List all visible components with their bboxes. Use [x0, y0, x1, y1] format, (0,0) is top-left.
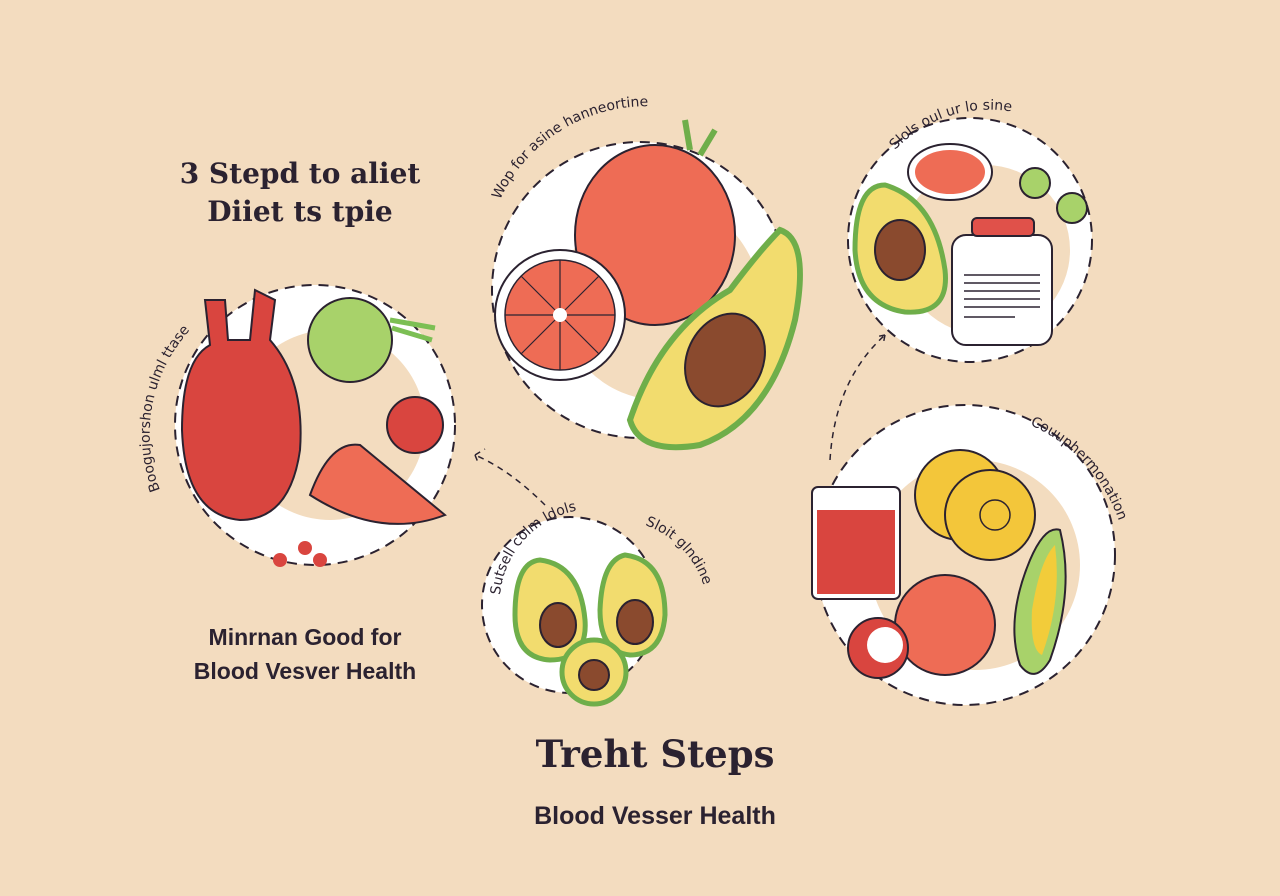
- cucumber-icon: [1019, 167, 1051, 199]
- heart-fruits-circle: Boogujorshon ulml ttase: [138, 284, 456, 567]
- page-title: 3 Stepd to aliet Diiet ts tpie: [150, 155, 450, 231]
- apple-icon: [307, 297, 393, 383]
- pomegranate-icon: [894, 574, 996, 676]
- footer-subtitle: Blood Vesser Health: [534, 802, 776, 830]
- title-line-1: 3 Stepd to aliet: [179, 157, 421, 190]
- caption-line-1: Minrnan Good for: [208, 624, 402, 650]
- juice-fruits-circle: Couuphermonation: [811, 404, 1130, 706]
- heart-icon: [180, 288, 302, 522]
- watermelon-icon: [308, 443, 447, 525]
- grapefruit-papaya-circle: Wop for asine hanneortine: [489, 94, 803, 451]
- caption: Minrnan Good for Blood Vesver Health: [150, 620, 460, 688]
- caption-line-2: Blood Vesver Health: [193, 658, 417, 684]
- jar-icon: [951, 234, 1053, 346]
- footer-title: Treht Steps: [535, 732, 775, 776]
- tomato-icon: [386, 396, 444, 454]
- avocado-jar-circle: Slols oul ur lo sine: [847, 98, 1093, 363]
- arrow-icon: [474, 448, 546, 506]
- arrow-icon: [829, 334, 886, 461]
- title-line-2: Diiet ts tpie: [207, 195, 393, 228]
